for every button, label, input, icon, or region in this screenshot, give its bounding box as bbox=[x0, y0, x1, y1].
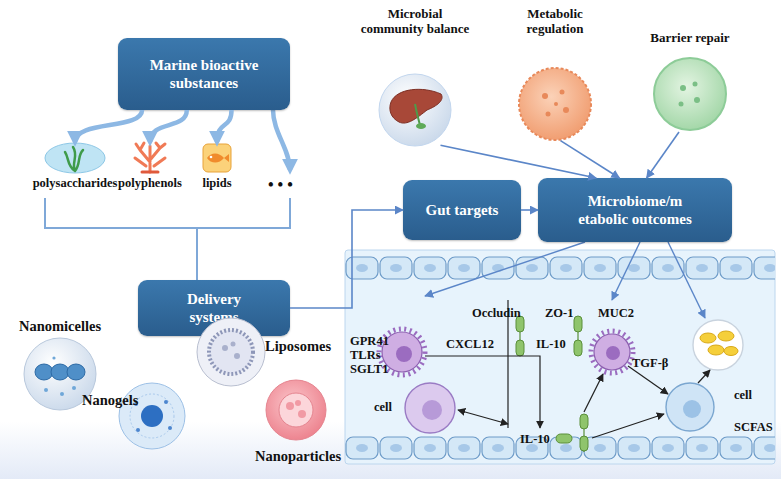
box-text: Microbiome/m etabolic outcomes bbox=[568, 192, 703, 228]
source-box: Marine bioactive substances bbox=[118, 38, 290, 110]
category-icon: polyphenols bbox=[118, 142, 182, 192]
connector-arrow bbox=[647, 132, 679, 178]
node-text: Nanoparticles bbox=[246, 448, 350, 465]
epithelial-layer bbox=[345, 256, 775, 280]
effect-arrow bbox=[668, 242, 705, 318]
cytokine-label: IL-10 bbox=[536, 337, 576, 351]
outcome-box: Microbiome/m etabolic outcomes bbox=[538, 178, 732, 242]
connector-arrow bbox=[561, 141, 620, 178]
outcome-circle: Barrier repair bbox=[635, 30, 745, 134]
target-box: Gut targets bbox=[403, 180, 521, 240]
category-icon: lipids bbox=[193, 142, 241, 192]
connector-arrow bbox=[217, 110, 232, 142]
cell-label: cell bbox=[374, 400, 404, 414]
protein-label: MUC2 bbox=[598, 306, 642, 320]
intestine-panel bbox=[345, 250, 775, 464]
category-icon: polysaccharides bbox=[25, 142, 125, 192]
node-text: polysaccharides bbox=[25, 176, 125, 191]
node-shape bbox=[635, 30, 745, 134]
receptor-symbols bbox=[516, 316, 588, 452]
node-shape bbox=[80, 380, 190, 452]
effect-arrow bbox=[425, 242, 585, 296]
metabolite-label: SCFAS bbox=[734, 420, 778, 434]
node-text: Barrier repair bbox=[635, 30, 745, 45]
box-text: Marine bioactive substances bbox=[129, 56, 279, 92]
carrier-circle: Nanogels bbox=[80, 380, 190, 452]
node-text: Metabolic regulation bbox=[500, 6, 610, 36]
cytokine-label: IL-10 bbox=[520, 432, 560, 446]
branch-arrow bbox=[273, 110, 290, 170]
cell-label: cell bbox=[734, 388, 774, 402]
node-text: Nanogels bbox=[82, 392, 152, 409]
node-text: polyphenols bbox=[118, 176, 182, 191]
box-text: Gut targets bbox=[426, 201, 499, 219]
protein-label: ZO-1 bbox=[545, 306, 585, 320]
box-text: Delivery systems bbox=[169, 290, 259, 326]
carrier-circle: Nanoparticles bbox=[246, 378, 350, 472]
cytokine-label: CXCL12 bbox=[446, 337, 501, 351]
node-text: lipids bbox=[193, 176, 241, 191]
node-text: Microbial community balance bbox=[357, 6, 473, 36]
node-text: Nanomicelles bbox=[10, 318, 110, 335]
connector-arrow bbox=[150, 110, 187, 142]
signal-arrows bbox=[425, 300, 710, 438]
carrier-circle: Liposomes bbox=[195, 314, 343, 388]
outcome-circle: Metabolic regulation bbox=[500, 6, 610, 142]
bracket bbox=[45, 198, 290, 280]
connector-arrow bbox=[521, 209, 538, 211]
connector-arrow bbox=[75, 110, 142, 142]
immune-cells bbox=[379, 320, 743, 433]
connector-arrow bbox=[290, 210, 403, 308]
receptor-label: GPR41 TLRs SGLT1 bbox=[350, 334, 392, 376]
ellipsis-mark: • • • bbox=[268, 178, 308, 192]
cytokine-label: TGF-β bbox=[632, 356, 680, 370]
effect-arrow bbox=[612, 242, 640, 300]
node-text: Liposomes bbox=[265, 338, 343, 355]
connector-arrow bbox=[441, 145, 597, 178]
outcome-circle: Microbial community balance bbox=[357, 6, 473, 148]
protein-label: Occludin bbox=[472, 306, 532, 320]
